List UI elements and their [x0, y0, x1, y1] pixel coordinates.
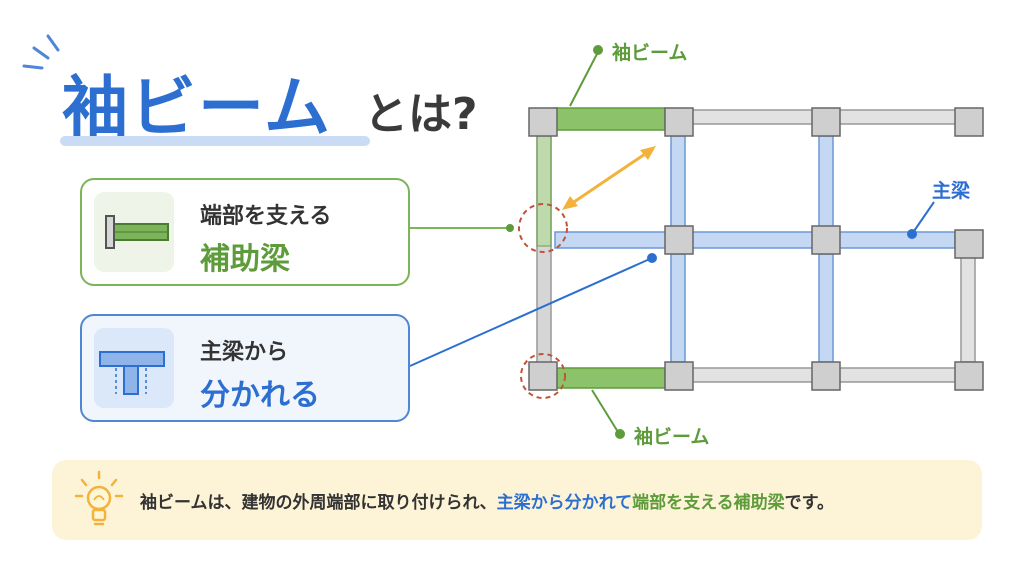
label-sleeve-beam-bottom: 袖ビーム	[634, 426, 710, 448]
sleeve-beam-top-extension	[536, 135, 552, 247]
summary-part2: 主梁から分かれて	[496, 493, 633, 513]
columns	[528, 107, 984, 391]
gray-beam	[689, 367, 821, 383]
card-blue-line1: 主梁から	[200, 340, 289, 365]
gray-beam	[689, 109, 821, 125]
highlight-circle	[518, 203, 568, 253]
sparkle-icon	[22, 34, 60, 70]
card-green-line2: 補助梁	[200, 242, 290, 277]
leader-line-bottom	[591, 389, 619, 433]
beam-branch-icon	[94, 328, 174, 408]
title: 袖ビーム とは?	[62, 46, 522, 156]
main-beam-vertical	[818, 135, 834, 229]
gray-beam	[837, 109, 959, 125]
beam-section-icon	[94, 192, 174, 272]
structure-diagram	[409, 45, 984, 439]
summary-part3: 端部を支える補助梁	[632, 493, 785, 513]
main-beam-vertical	[670, 253, 686, 363]
gray-beam	[960, 255, 976, 363]
sleeve-beam-top	[554, 107, 666, 131]
main-beam-vertical	[670, 135, 686, 229]
card-branch-beam: 主梁から 分かれる	[80, 314, 410, 422]
title-main: 袖ビーム	[62, 69, 333, 146]
card-green-line1: 端部を支える	[200, 204, 332, 229]
main-beam-vertical	[818, 253, 834, 363]
title-underline	[60, 136, 370, 146]
summary-part4: です。	[784, 493, 834, 513]
label-main-beam: 主梁	[932, 180, 971, 202]
main-beam-horizontal	[554, 231, 956, 249]
title-suffix: とは?	[364, 89, 478, 140]
highlight-circle	[520, 353, 566, 399]
label-sleeve-beam-top: 袖ビーム	[612, 42, 688, 64]
card-auxiliary-beam: 端部を支える 補助梁	[80, 178, 410, 286]
double-arrow-icon	[562, 146, 656, 210]
summary-note: 袖ビームは、建物の外周端部に取り付けられ、主梁から分かれて端部を支える補助梁です…	[52, 460, 982, 540]
summary-text: 袖ビームは、建物の外周端部に取り付けられ、主梁から分かれて端部を支える補助梁です…	[140, 488, 834, 513]
card-blue-line2: 分かれる	[200, 378, 320, 413]
leader-line-main	[911, 201, 935, 235]
lightbulb-icon	[74, 470, 124, 526]
leader-line-top	[569, 51, 599, 107]
sleeve-beam-bottom	[554, 367, 666, 389]
connector-blue	[409, 257, 653, 367]
summary-part1: 袖ビームは、建物の外周端部に取り付けられ、	[140, 493, 497, 513]
gray-beam	[837, 367, 959, 383]
